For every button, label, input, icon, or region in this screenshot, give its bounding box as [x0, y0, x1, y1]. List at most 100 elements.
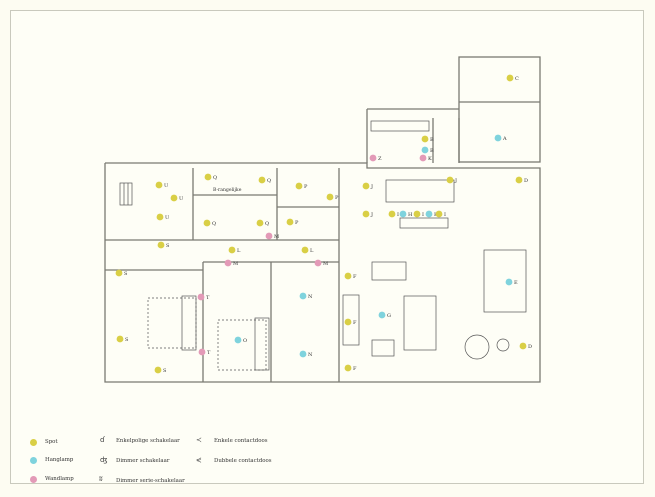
fixture-letter: G: [387, 313, 391, 319]
fixture-letter: T: [206, 295, 210, 301]
fixture-hanglamp-n: N: [299, 292, 313, 300]
fixture-letter: T: [207, 350, 211, 356]
spot-dot: [515, 176, 523, 184]
fixture-spot-u: U: [156, 213, 169, 221]
fixture-letter: H: [408, 212, 413, 218]
fixture-wandlamp-m: M: [314, 259, 328, 267]
fixture-letter: P: [335, 195, 339, 201]
fixture-letter: Q: [213, 175, 217, 181]
fixture-letter: U: [165, 215, 169, 221]
fixture-letter: M: [274, 234, 279, 240]
spot-dot: [155, 181, 163, 189]
fixture-letter: B: [430, 148, 434, 154]
spot-dot: [344, 318, 352, 326]
spot-dot: [286, 218, 294, 226]
fixture-letter: O: [243, 338, 247, 344]
hanglamp-dot: [421, 146, 429, 154]
spot-dot: [115, 269, 123, 277]
spot-dot: [362, 210, 370, 218]
light-fixtures: CABBKZUUUQQQQPPPSSSSLLMMMNNOTTJJIHIHIJDD…: [115, 74, 532, 374]
fixture-spot-b: B: [421, 135, 434, 143]
fixture-letter: U: [179, 196, 183, 202]
fixture-letter: L: [237, 248, 241, 254]
spot-dot: [413, 210, 421, 218]
fixture-hanglamp-a: A: [494, 134, 507, 142]
wandlamp-dot: [419, 154, 427, 162]
fixture-spot-p: P: [286, 218, 299, 226]
fixture-wandlamp-t: T: [197, 293, 210, 301]
fixture-spot-s: S: [116, 335, 129, 343]
fixture-letter: D: [524, 178, 528, 184]
spot-dot: [116, 335, 124, 343]
hanglamp-dot: [505, 278, 513, 286]
fixture-spot-p: P: [295, 182, 308, 190]
spot-dot: [301, 246, 309, 254]
fixture-letter: P: [304, 184, 308, 190]
fixture-letter: J: [370, 184, 373, 190]
fixture-letter: J: [370, 212, 373, 218]
spot-dot: [154, 366, 162, 374]
fixture-letter: D: [528, 344, 532, 350]
walls: [104, 56, 541, 383]
fixture-letter: S: [125, 337, 129, 343]
fixture-letter: U: [164, 183, 168, 189]
fixture-hanglamp-h: H: [399, 210, 413, 218]
hanglamp-dot: [299, 350, 307, 358]
fixture-letter: I: [422, 212, 424, 218]
fixture-spot-c: C: [506, 74, 519, 82]
fixture-letter: Q: [265, 221, 269, 227]
fixture-spot-u: U: [155, 181, 168, 189]
fixture-hanglamp-b: B: [421, 146, 434, 154]
fixture-letter: L: [310, 248, 314, 254]
spot-dot: [362, 182, 370, 190]
fixture-spot-l: L: [228, 246, 241, 254]
fixture-letter: J: [454, 178, 457, 184]
fixture-letter: F: [353, 274, 357, 280]
fixture-wandlamp-m: M: [224, 259, 238, 267]
spot-dot: [258, 176, 266, 184]
spot-dot: [421, 135, 429, 143]
fixture-letter: S: [166, 243, 170, 249]
fixture-letter: E: [514, 280, 518, 286]
fixture-spot-s: S: [115, 269, 128, 277]
fixture-wandlamp-m: M: [265, 232, 279, 240]
fixture-spot-l: L: [301, 246, 314, 254]
drawing-sheet: [10, 10, 644, 484]
fixture-spot-i: I: [413, 210, 424, 218]
fixture-letter: B: [430, 137, 434, 143]
spot-dot: [295, 182, 303, 190]
spot-dot: [228, 246, 236, 254]
fixture-letter: N: [308, 294, 313, 300]
fixture-letter: A: [502, 136, 507, 142]
fixture-spot-q: Q: [204, 173, 217, 181]
fixture-spot-i: I: [388, 210, 399, 218]
fixture-letter: K: [428, 156, 432, 162]
wandlamp-dot: [265, 232, 273, 240]
fixture-letter: M: [323, 261, 328, 267]
fixture-letter: M: [233, 261, 238, 267]
fixture-spot-i: I: [435, 210, 446, 218]
fixture-letter: S: [124, 271, 128, 277]
fixture-spot-d: D: [515, 176, 528, 184]
fixture-spot-q: Q: [203, 219, 216, 227]
wandlamp-dot: [314, 259, 322, 267]
spot-dot: [256, 219, 264, 227]
wandlamp-dot: [198, 348, 206, 356]
fixture-wandlamp-t: T: [198, 348, 211, 356]
fixture-spot-j: J: [362, 210, 373, 218]
spot-dot: [344, 364, 352, 372]
fixture-wandlamp-k: K: [419, 154, 432, 162]
fixture-spot-s: S: [154, 366, 167, 374]
hanglamp-dot: [494, 134, 502, 142]
fixture-spot-q: Q: [258, 176, 271, 184]
spot-dot: [157, 241, 165, 249]
fixture-letter: N: [308, 352, 313, 358]
spot-dot: [506, 74, 514, 82]
fixture-letter: Q: [212, 221, 216, 227]
spot-dot: [519, 342, 527, 350]
hanglamp-dot: [299, 292, 307, 300]
spot-dot: [156, 213, 164, 221]
fixture-spot-q: Q: [256, 219, 269, 227]
wandlamp-dot: [369, 154, 377, 162]
